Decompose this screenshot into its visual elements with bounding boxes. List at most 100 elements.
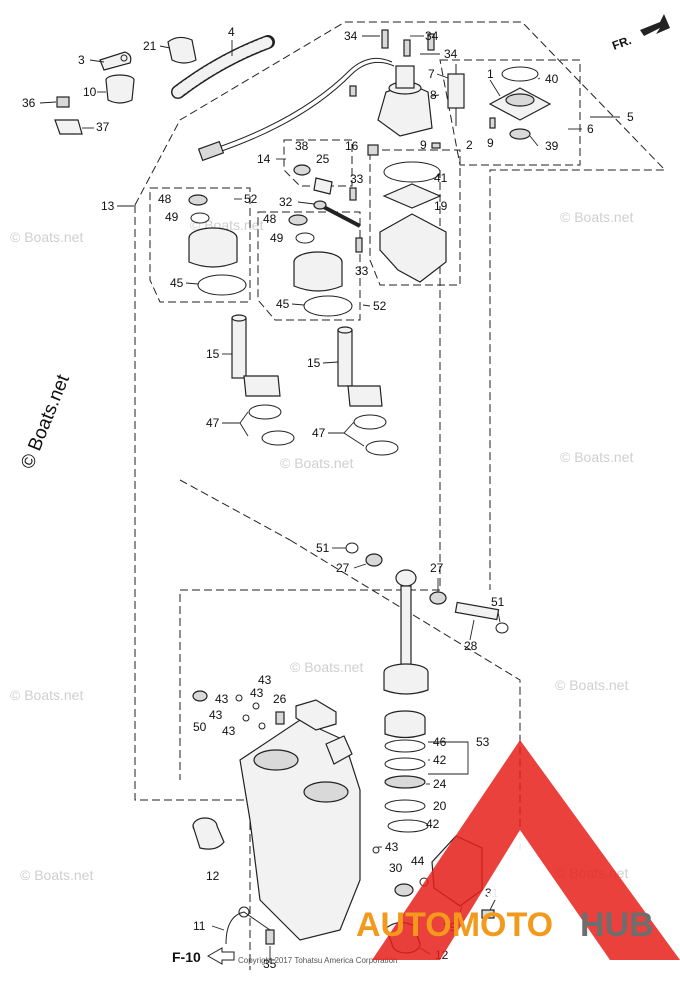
part-label-p35: 35 bbox=[263, 957, 277, 971]
part-38-plug bbox=[293, 164, 311, 176]
part-label-p19: 19 bbox=[434, 199, 448, 213]
part-33-screws bbox=[349, 187, 363, 253]
part-label-p33a: 33 bbox=[350, 172, 364, 186]
part-label-p38: 38 bbox=[295, 139, 309, 153]
logo-word-gray: HUB bbox=[580, 906, 654, 944]
small-bolts-43 bbox=[235, 694, 380, 854]
part-label-p42b: 42 bbox=[426, 817, 440, 831]
watermark-5: © Boats.net bbox=[280, 455, 353, 471]
part-3-clip bbox=[99, 51, 132, 71]
part-label-p51b: 51 bbox=[491, 595, 505, 609]
part-52-pump-left bbox=[188, 227, 238, 268]
part-label-p52b: 52 bbox=[373, 299, 387, 313]
part-label-p33b: 33 bbox=[355, 264, 369, 278]
ref-label: F-10 bbox=[172, 949, 201, 965]
part-15-shaft-right bbox=[337, 326, 383, 407]
watermark-9: © Boats.net bbox=[20, 867, 93, 883]
part-label-p32: 32 bbox=[279, 195, 293, 209]
part-label-p14: 14 bbox=[257, 152, 271, 166]
part-label-p27a: 27 bbox=[336, 561, 350, 575]
part-label-p9b: 9 bbox=[487, 136, 494, 150]
part-label-p49a: 49 bbox=[165, 210, 179, 224]
part-label-p20: 20 bbox=[433, 799, 447, 813]
part-label-p25: 25 bbox=[316, 152, 330, 166]
part-51-clip-bottom bbox=[495, 622, 509, 634]
part-4-corrugated-tube bbox=[171, 35, 275, 99]
part-label-p52a: 52 bbox=[244, 192, 258, 206]
part-label-p1: 1 bbox=[487, 67, 494, 81]
part-35-screw bbox=[265, 929, 275, 945]
part-49-oring-right bbox=[295, 232, 315, 244]
part-21-boot bbox=[167, 36, 197, 64]
part-52-pump-right bbox=[293, 251, 343, 292]
watermark-3: © Boats.net bbox=[560, 209, 633, 225]
part-label-p41: 41 bbox=[434, 171, 448, 185]
part-41-gasket bbox=[383, 161, 441, 183]
part-label-p5: 5 bbox=[627, 110, 634, 124]
part-label-p15b: 15 bbox=[307, 356, 321, 370]
part-45-oring-left bbox=[197, 274, 247, 296]
part-label-p43c: 43 bbox=[250, 686, 264, 700]
part-12-bushing-left bbox=[192, 817, 225, 850]
part-51-clip-top bbox=[345, 542, 359, 554]
part-7-armature bbox=[447, 64, 465, 126]
fr-label: FR. bbox=[610, 33, 633, 53]
front-direction-indicator: FR. bbox=[610, 14, 670, 53]
part-label-p13: 13 bbox=[101, 199, 115, 213]
part-25-valve bbox=[313, 177, 333, 195]
screws-34 bbox=[349, 29, 435, 97]
part-label-p34a: 34 bbox=[344, 29, 358, 43]
part-label-p43a: 43 bbox=[258, 673, 272, 687]
part-label-p39: 39 bbox=[545, 139, 559, 153]
part-label-p2: 2 bbox=[466, 138, 473, 152]
copyright-text: Copyright 2017 Tohatsu America Corporati… bbox=[238, 956, 398, 965]
part-50-plug bbox=[192, 690, 208, 702]
part-label-p16: 16 bbox=[345, 139, 359, 153]
part-1-motor-base bbox=[488, 87, 552, 121]
part-label-p30: 30 bbox=[389, 861, 403, 875]
part-label-p48b: 48 bbox=[263, 212, 277, 226]
part-label-p43e: 43 bbox=[222, 724, 236, 738]
part-label-p40: 40 bbox=[545, 72, 559, 86]
part-label-p53: 53 bbox=[476, 735, 490, 749]
part-label-p37: 37 bbox=[96, 120, 110, 134]
part-label-p7: 7 bbox=[428, 67, 435, 81]
part-label-p43b: 43 bbox=[215, 692, 229, 706]
part-label-p47a: 47 bbox=[206, 416, 220, 430]
part-39-coupling bbox=[509, 128, 531, 140]
part-label-p3: 3 bbox=[78, 53, 85, 67]
part-49-oring-left bbox=[190, 212, 210, 224]
motor-cable bbox=[197, 57, 395, 162]
part-27-bushing-left bbox=[365, 553, 383, 567]
part-label-p8: 8 bbox=[430, 88, 437, 102]
part-label-p12a: 12 bbox=[206, 869, 220, 883]
part-label-p28: 28 bbox=[464, 639, 478, 653]
part-19-gear-pump bbox=[379, 183, 447, 283]
part-37-bracket bbox=[54, 119, 83, 135]
watermark-rotated: © Boats.net bbox=[17, 371, 74, 472]
part-16-plug bbox=[367, 144, 379, 156]
watermark-7: © Boats.net bbox=[290, 659, 363, 675]
part-48-cap-left bbox=[188, 194, 208, 206]
part-15-shaft-left bbox=[231, 314, 281, 397]
part-label-p4: 4 bbox=[228, 25, 235, 39]
part-label-p45a: 45 bbox=[170, 276, 184, 290]
part-label-p43f: 43 bbox=[385, 840, 399, 854]
part-48-cap-right bbox=[288, 214, 308, 226]
watermark-6: © Boats.net bbox=[10, 687, 83, 703]
part-label-p43d: 43 bbox=[209, 708, 223, 722]
part-label-p34c: 34 bbox=[444, 47, 458, 61]
watermark-1: © Boats.net bbox=[10, 229, 83, 245]
watermark-8: © Boats.net bbox=[555, 677, 628, 693]
part-label-p44: 44 bbox=[411, 854, 425, 868]
part-label-p36: 36 bbox=[22, 96, 36, 110]
part-label-p15a: 15 bbox=[206, 347, 220, 361]
part-label-p49b: 49 bbox=[270, 231, 284, 245]
part-47-seals-right bbox=[353, 414, 399, 456]
part-label-p11: 11 bbox=[193, 919, 206, 933]
reference-f10[interactable]: F-10 bbox=[172, 947, 235, 965]
logo-word-orange: AUTOMOTO bbox=[356, 906, 553, 944]
part-label-p6: 6 bbox=[587, 122, 594, 136]
